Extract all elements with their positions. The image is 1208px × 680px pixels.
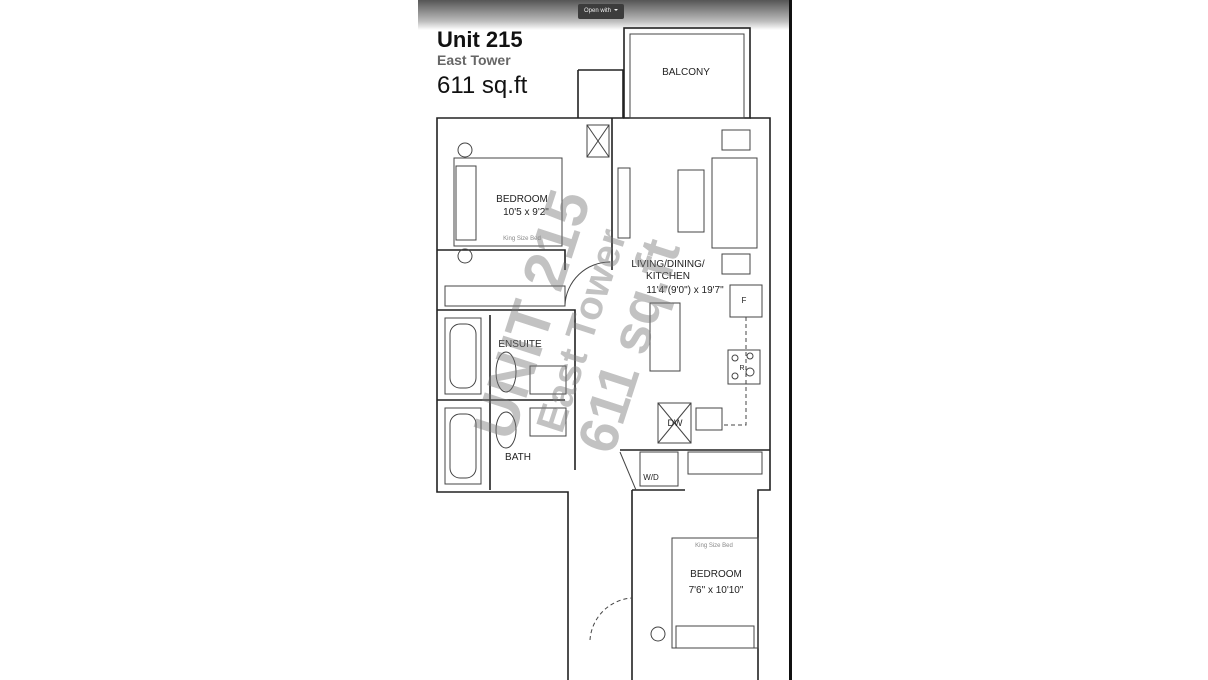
living-label-1: LIVING/DINING/ <box>631 259 705 270</box>
open-with-label: Open with <box>584 8 612 14</box>
bathrooms: ENSUITE BATH <box>444 317 567 485</box>
laundry: W/D <box>619 451 763 491</box>
image-viewer <box>418 0 790 680</box>
dw-label: DW <box>668 418 683 428</box>
fridge-label: F <box>742 296 747 305</box>
ensuite-label: ENSUITE <box>498 339 542 350</box>
tower-subtitle: East Tower <box>437 52 511 68</box>
range-label: R <box>739 365 744 372</box>
bath-label: BATH <box>505 452 531 463</box>
living-dim: 11'4"(9'0") x 19'7" <box>646 285 724 296</box>
watermark: UNIT 215 East Tower 611 sq.ft <box>460 182 692 460</box>
balcony-label: BALCONY <box>662 67 710 78</box>
viewer-edge <box>789 0 792 680</box>
bedroom-2-label: BEDROOM <box>690 569 742 580</box>
bedroom-1-bed: King Size Bed <box>503 236 541 242</box>
walls <box>436 27 771 680</box>
bedroom-1-dim: 10'5 x 9'2" <box>503 207 549 218</box>
open-with-button[interactable]: Open with <box>578 4 625 19</box>
caret-down-icon <box>614 9 619 12</box>
bedroom-1-label: BEDROOM <box>496 194 548 205</box>
unit-title: Unit 215 <box>437 27 523 52</box>
wd-label: W/D <box>643 473 659 482</box>
bedroom-2-bed: King Size Bed <box>695 543 733 549</box>
living-dining-kitchen: LIVING/DINING/ KITCHEN 11'4"(9'0") x 19'… <box>617 129 763 444</box>
bedroom-2-dim: 7'6" x 10'10" <box>689 585 744 596</box>
living-label-2: KITCHEN <box>646 271 690 282</box>
unit-area: 611 sq.ft <box>437 72 528 99</box>
bedroom-1: BEDROOM 10'5 x 9'2" King Size Bed <box>453 124 611 306</box>
bedroom-2: King Size Bed BEDROOM 7'6" x 10'10" <box>589 537 759 649</box>
